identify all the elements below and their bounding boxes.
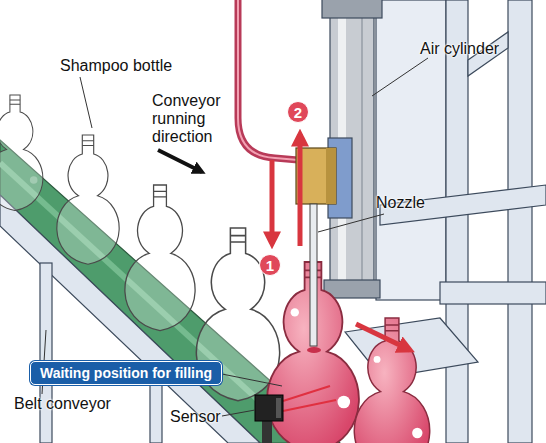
leader-line xyxy=(222,410,255,416)
part-label: Air cylinder xyxy=(420,40,499,58)
sensor-face xyxy=(276,398,281,418)
part-label: Shampoo bottle xyxy=(60,57,172,75)
part-label: Sensor xyxy=(170,408,221,426)
part-label: Nozzle xyxy=(376,194,425,212)
part-label: Belt conveyor xyxy=(14,395,111,413)
node-text: 1 xyxy=(266,258,274,273)
tube-highlight xyxy=(238,0,298,160)
direction-arrow xyxy=(158,150,202,172)
conveyor-leg xyxy=(40,263,52,443)
callout-number: 2 xyxy=(287,101,309,123)
direction-label: Conveyor running direction xyxy=(152,92,242,146)
frame-beam xyxy=(440,282,546,304)
empty-bottle xyxy=(0,95,43,211)
sensor-beam xyxy=(283,386,330,401)
status-tag: Waiting position for filling xyxy=(30,361,222,385)
frame-column xyxy=(508,0,532,443)
sensor-body xyxy=(255,395,283,421)
down-stroke-arrow xyxy=(270,160,275,244)
empty-bottle xyxy=(57,135,119,264)
leader-line xyxy=(222,374,282,386)
node-text: 2 xyxy=(294,105,302,120)
frame-column xyxy=(446,0,468,443)
cylinder-groove xyxy=(362,18,363,280)
liquid-splash xyxy=(307,347,321,353)
up-stroke-arrow xyxy=(298,134,303,246)
holder-shade xyxy=(326,148,336,204)
filled-bottle xyxy=(354,318,429,443)
empty-bottle xyxy=(125,185,195,331)
sensor-post xyxy=(262,421,272,443)
supply-tube xyxy=(238,0,298,160)
leader-line xyxy=(318,214,384,232)
outfeed-arrow xyxy=(356,324,410,350)
callout-number: 1 xyxy=(259,254,281,276)
nozzle xyxy=(310,204,317,346)
cylinder-cap xyxy=(322,0,382,18)
filled-bottles xyxy=(267,262,430,443)
empty-bottles xyxy=(0,95,280,401)
leader-line xyxy=(80,77,92,128)
sensor-beam xyxy=(283,400,336,411)
belt-stripe xyxy=(0,163,305,443)
leader-line xyxy=(372,58,428,96)
node-text: Waiting position for filling xyxy=(40,365,212,381)
